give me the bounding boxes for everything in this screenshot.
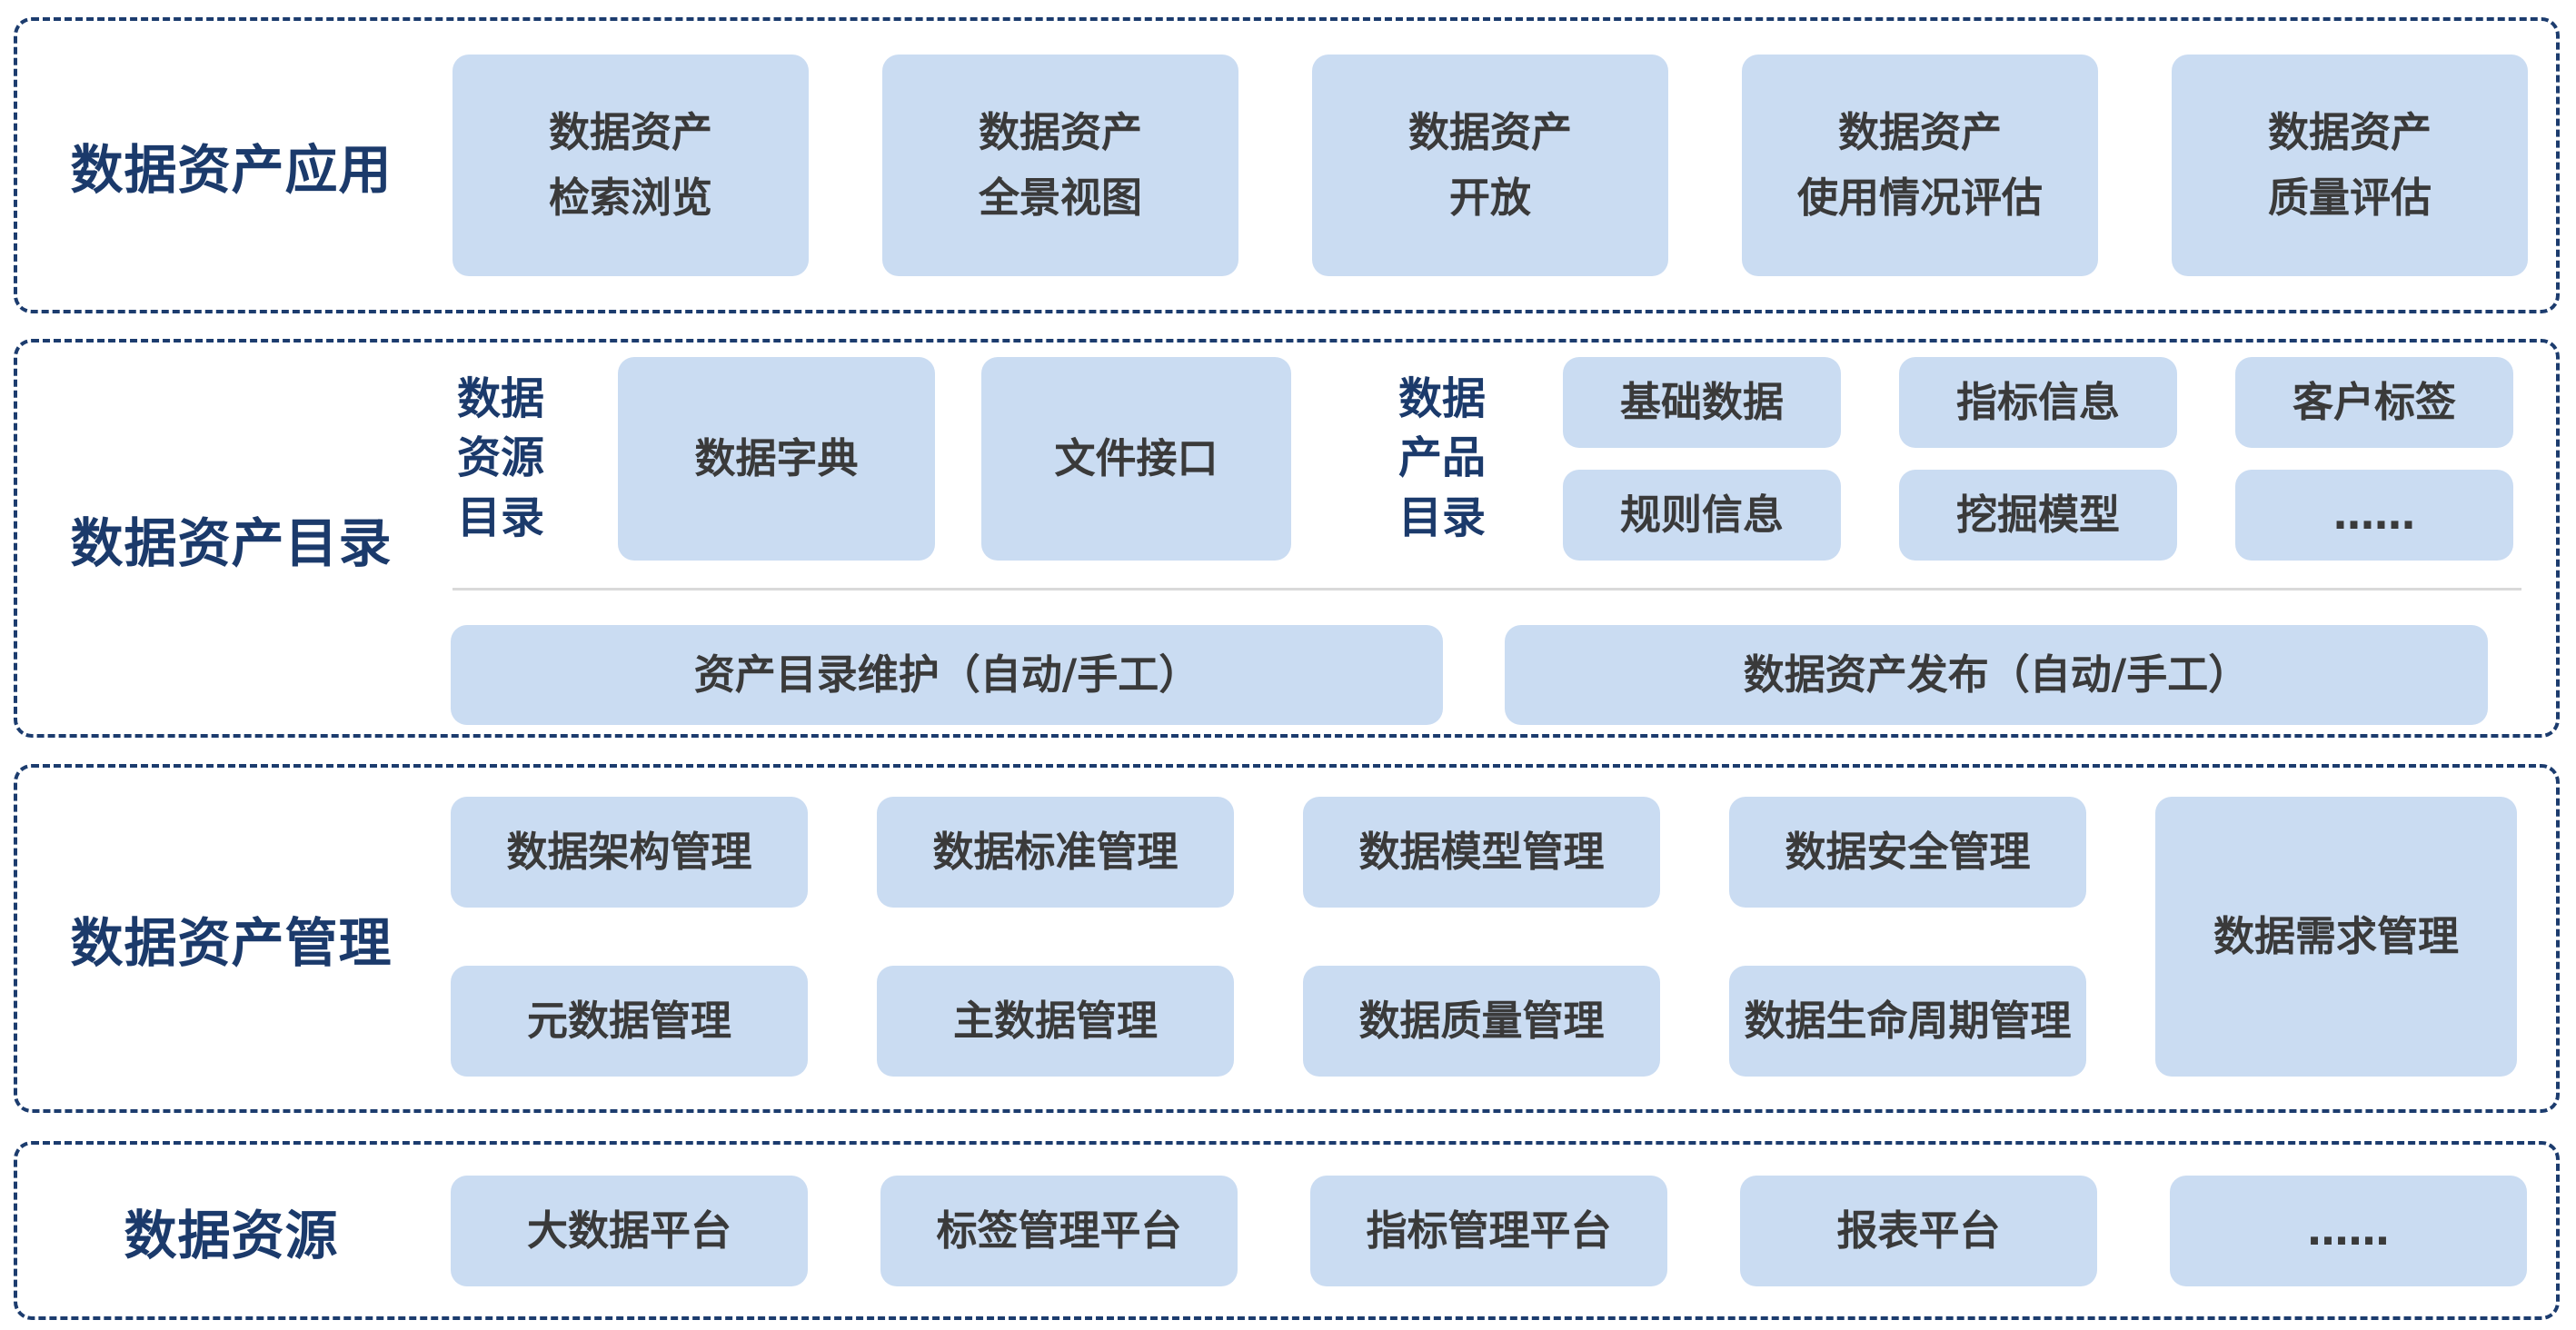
box-asset-publishing: 数据资产发布（自动/手工）	[1505, 625, 2488, 725]
box-resource-ellipsis: ……	[2170, 1175, 2527, 1286]
box-data-security-mgmt: 数据安全管理	[1729, 797, 2086, 908]
layer-data-asset-catalog: 数据资产目录 数据 资源 目录 数据字典 文件接口 数据 产品 目录 基础数据 …	[14, 339, 2560, 738]
box-asset-panorama-view: 数据资产 全景视图	[882, 55, 1238, 276]
box-metadata-mgmt: 元数据管理	[451, 966, 808, 1077]
management-boxes: 数据需求管理 数据架构管理 数据标准管理 数据模型管理 数据安全管理 元数据管理…	[445, 768, 2556, 1109]
application-boxes: 数据资产 检索浏览 数据资产 全景视图 数据资产 开放 数据资产 使用情况评估 …	[445, 21, 2556, 310]
box-rule-info: 规则信息	[1563, 470, 1841, 561]
box-basic-data: 基础数据	[1563, 357, 1841, 448]
box-file-interface: 文件接口	[981, 357, 1291, 561]
catalog-area: 数据 资源 目录 数据字典 文件接口 数据 产品 目录 基础数据 指标信息 客户…	[445, 342, 2556, 734]
catalog-process-boxes: 资产目录维护（自动/手工） 数据资产发布（自动/手工）	[445, 625, 2556, 725]
box-data-model-mgmt: 数据模型管理	[1303, 797, 1660, 908]
sublabel-data-resource-catalog: 数据 资源 目录	[457, 373, 545, 543]
layer-data-asset-application: 数据资产应用 数据资产 检索浏览 数据资产 全景视图 数据资产 开放 数据资产 …	[14, 17, 2560, 313]
box-catalog-maintenance: 资产目录维护（自动/手工）	[451, 625, 1443, 725]
resource-boxes: 大数据平台 标签管理平台 指标管理平台 报表平台 ……	[445, 1145, 2556, 1316]
box-data-quality-mgmt: 数据质量管理	[1303, 966, 1660, 1077]
box-asset-search-browse: 数据资产 检索浏览	[453, 55, 809, 276]
divider-line	[453, 588, 2521, 591]
layer-label-application: 数据资产应用	[70, 139, 393, 201]
box-data-lifecycle-mgmt: 数据生命周期管理	[1729, 966, 2086, 1077]
layer-label-resources: 数据资源	[124, 1204, 339, 1266]
box-data-standards-mgmt: 数据标准管理	[877, 797, 1234, 908]
box-data-architecture-mgmt: 数据架构管理	[451, 797, 808, 908]
box-indicator-info: 指标信息	[1899, 357, 2177, 448]
sublabel-data-product-catalog: 数据 产品 目录	[1398, 373, 1487, 543]
box-mining-model: 挖掘模型	[1899, 470, 2177, 561]
layer-data-resources: 数据资源 大数据平台 标签管理平台 指标管理平台 报表平台 ……	[14, 1141, 2560, 1320]
box-big-data-platform: 大数据平台	[451, 1175, 808, 1286]
box-data-requirement-mgmt: 数据需求管理	[2155, 797, 2517, 1077]
box-asset-usage-evaluation: 数据资产 使用情况评估	[1742, 55, 2098, 276]
layer-label-management: 数据资产管理	[70, 912, 393, 974]
box-customer-tags: 客户标签	[2235, 357, 2513, 448]
layer-label-catalog: 数据资产目录	[70, 511, 393, 574]
layer-data-asset-management: 数据资产管理 数据需求管理 数据架构管理 数据标准管理 数据模型管理 数据安全管…	[14, 764, 2560, 1113]
box-data-dictionary: 数据字典	[618, 357, 935, 561]
box-indicator-mgmt-platform: 指标管理平台	[1310, 1175, 1667, 1286]
box-product-ellipsis: ……	[2235, 470, 2513, 561]
box-tag-mgmt-platform: 标签管理平台	[880, 1175, 1238, 1286]
product-catalog-grid: 基础数据 指标信息 客户标签 规则信息 挖掘模型 ……	[1563, 357, 2513, 561]
box-asset-quality-evaluation: 数据资产 质量评估	[2172, 55, 2528, 276]
box-asset-open: 数据资产 开放	[1312, 55, 1668, 276]
box-report-platform: 报表平台	[1740, 1175, 2097, 1286]
box-master-data-mgmt: 主数据管理	[877, 966, 1234, 1077]
catalog-groups: 数据 资源 目录 数据字典 文件接口 数据 产品 目录 基础数据 指标信息 客户…	[445, 357, 2556, 561]
